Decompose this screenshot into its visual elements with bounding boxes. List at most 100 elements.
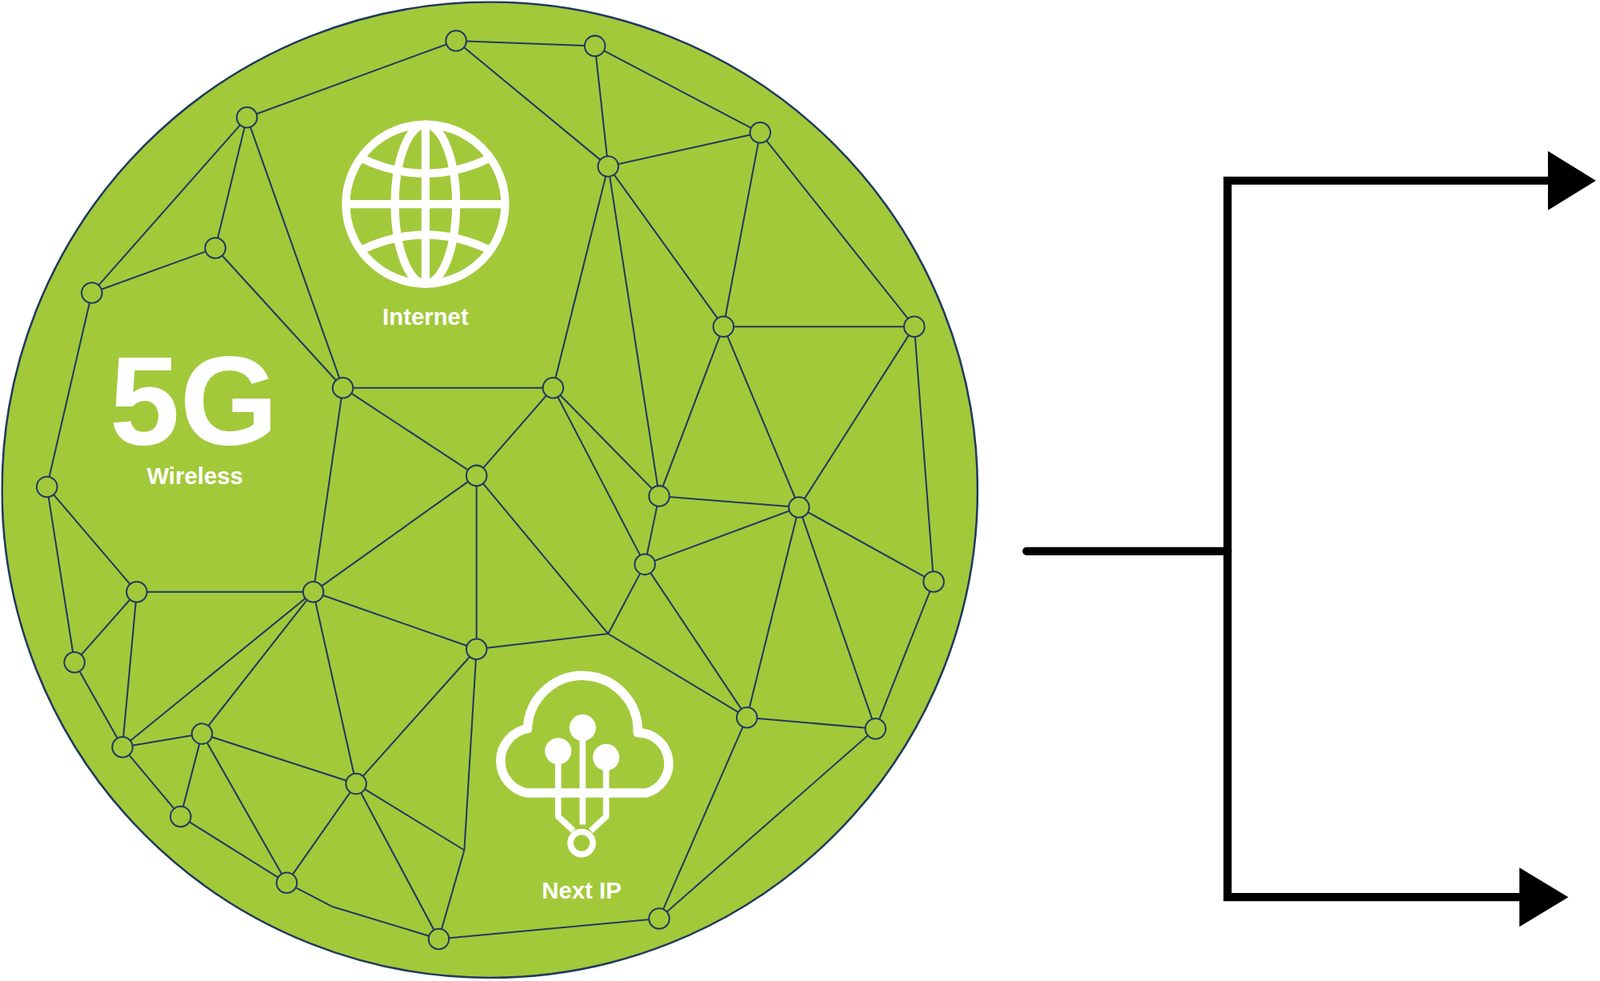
mesh-line [74,592,137,663]
mesh-line [356,784,464,851]
mesh-dot [204,237,226,259]
mesh-line [332,906,440,940]
arrow-head [1519,867,1568,927]
mesh-dot [36,476,58,498]
mesh-line [723,325,915,328]
mesh-line [286,784,356,884]
mesh-line [74,662,123,748]
mesh-dot [81,282,103,304]
mesh-line [747,717,876,729]
mesh-line [438,849,464,939]
mesh-dot [428,928,450,950]
mesh-line [476,475,609,634]
mesh-dot [634,554,656,576]
mesh-line [456,40,595,46]
mesh-line [747,507,800,718]
mesh-dot [303,581,324,603]
mesh-dot [736,707,758,728]
mesh-dot [236,107,258,128]
mesh-line [202,733,357,784]
mesh-line [313,388,344,592]
mesh-line [644,507,800,564]
mesh-line [438,918,660,940]
mesh-line [476,388,554,476]
mesh-dot [904,316,925,337]
mesh-line [247,40,456,118]
mesh-line [875,581,934,729]
mesh-line [343,388,477,476]
mesh-line [122,747,181,817]
arrow-head [1548,151,1596,211]
mesh-line [644,564,748,717]
mesh-dot [276,872,298,894]
mesh-line [659,496,800,508]
mesh-dot [749,122,771,144]
mesh-line [202,733,288,883]
mesh-dot [64,652,85,673]
mesh-line [760,132,915,327]
mesh-dot [332,377,354,399]
mesh-line [659,717,748,919]
mesh-dot [597,156,619,177]
mesh-line [180,816,288,883]
mesh-line [356,784,439,940]
mesh-line [608,166,660,496]
mesh-line [180,733,203,816]
cloud-icon [500,675,669,854]
network-circle: 5GWirelessInternetNext IP [0,0,979,979]
mesh-line [343,387,554,389]
mesh-line [799,326,915,508]
mesh-line [215,117,248,248]
mesh-line [92,117,248,293]
mesh-line [47,486,75,662]
mesh-dot [788,496,810,518]
bracket-stem [1026,547,1228,556]
mesh-line [723,326,799,508]
mesh-line [313,475,477,592]
icon-label: Wireless [146,464,243,488]
mesh-line [122,592,137,748]
mesh-dot [466,638,488,660]
mesh-dot [713,316,735,337]
mesh-line [595,45,761,132]
mesh-lines [47,40,934,939]
mesh-line [47,292,92,487]
mesh-line [552,388,660,496]
mesh-dot [466,465,488,487]
mesh-line [464,648,476,850]
mesh-dot [584,36,606,57]
mesh-line [202,592,314,734]
mesh-dot [126,581,148,603]
mesh-line [552,388,645,565]
mesh-dot [445,30,467,52]
mesh-dot [543,377,564,399]
mesh-line [356,648,477,784]
mesh-line [723,132,760,327]
mesh-dot [865,718,887,740]
mesh-line [608,132,760,167]
mesh-line [552,166,608,388]
mesh-line [476,475,478,649]
mesh-dot [192,723,213,744]
mesh-line [313,592,357,784]
icon-label: Next IP [541,879,621,903]
mesh-line [136,591,314,593]
mesh-dot [170,806,192,828]
mesh-line [799,507,876,729]
mesh-dot [345,773,367,795]
big-label: 5G [109,336,279,464]
mesh-dot [648,908,670,929]
mesh-line [476,633,609,649]
bracket-line [1227,180,1551,897]
mesh-line [92,248,216,293]
mesh-line [799,507,934,582]
circle-outline [2,2,978,978]
mesh-dot [112,736,133,758]
mesh-line [608,166,724,327]
mesh-line [914,326,934,582]
network-illustration [0,0,979,979]
mesh-line [595,45,609,167]
mesh-line [313,592,477,649]
mesh-line [659,728,876,919]
